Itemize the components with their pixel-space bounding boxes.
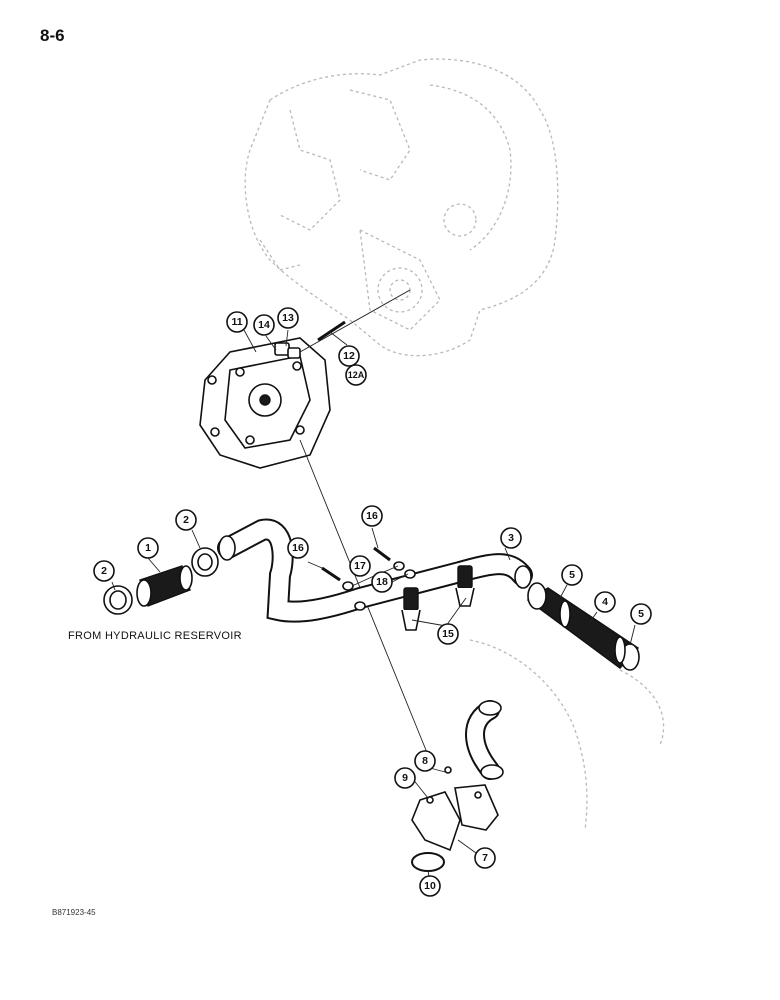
svg-text:17: 17 — [354, 560, 366, 572]
inlet-hose — [136, 565, 193, 607]
callout-7: 7 — [474, 847, 496, 869]
hose-clamp-left — [103, 585, 133, 615]
svg-text:11: 11 — [231, 316, 242, 328]
callout-16-left: 16 — [287, 537, 309, 559]
svg-text:2: 2 — [183, 514, 189, 526]
callout-14: 14 — [253, 314, 275, 336]
pump-stud — [299, 289, 411, 353]
reservoir-caption: FROM HYDRAULIC RESERVOIR — [68, 630, 242, 642]
svg-text:14: 14 — [258, 319, 270, 331]
callout-2-right: 2 — [175, 509, 197, 531]
svg-text:5: 5 — [638, 608, 644, 620]
callout-8: 8 — [414, 750, 436, 772]
svg-text:8: 8 — [422, 755, 428, 767]
callout-4: 4 — [594, 591, 616, 613]
svg-text:4: 4 — [602, 596, 608, 608]
outlet-hose — [526, 582, 640, 671]
svg-text:1: 1 — [145, 542, 151, 554]
svg-text:3: 3 — [508, 532, 514, 544]
svg-text:13: 13 — [282, 312, 294, 324]
page-number: 8-6 — [40, 26, 65, 45]
svg-text:9: 9 — [402, 772, 408, 784]
o-ring — [411, 852, 445, 872]
elbow-fitting — [465, 700, 504, 780]
svg-text:12A: 12A — [348, 370, 365, 380]
callout-10: 10 — [419, 875, 441, 897]
pipe-brackets — [401, 565, 475, 631]
svg-text:10: 10 — [424, 880, 436, 892]
svg-text:2: 2 — [101, 565, 107, 577]
callout-9: 9 — [394, 767, 416, 789]
callout-5-left: 5 — [561, 564, 583, 586]
callout-16-right: 16 — [361, 505, 383, 527]
figure-code: B871923-45 — [52, 908, 96, 917]
bolts-and-washers — [321, 546, 416, 611]
callout-12a: 12A — [345, 364, 367, 386]
hydraulic-pump — [199, 337, 331, 469]
hose-clamp-right — [191, 547, 219, 577]
callout-15: 15 — [437, 623, 459, 645]
callout-18: 18 — [371, 571, 393, 593]
svg-text:12: 12 — [343, 350, 355, 362]
callout-17: 17 — [349, 555, 371, 577]
svg-text:16: 16 — [292, 542, 304, 554]
svg-text:15: 15 — [442, 628, 454, 640]
svg-text:5: 5 — [569, 569, 575, 581]
callout-13: 13 — [277, 307, 299, 329]
callout-3: 3 — [500, 527, 522, 549]
callout-5-right: 5 — [630, 603, 652, 625]
svg-text:7: 7 — [482, 852, 488, 864]
svg-text:16: 16 — [366, 510, 378, 522]
svg-text:18: 18 — [376, 576, 388, 588]
split-flange — [411, 766, 499, 852]
callout-11: 11 — [226, 311, 248, 333]
callout-12: 12 — [338, 345, 360, 367]
callout-2-left: 2 — [93, 560, 115, 582]
suction-pipe — [217, 518, 533, 623]
callout-1: 1 — [137, 537, 159, 559]
